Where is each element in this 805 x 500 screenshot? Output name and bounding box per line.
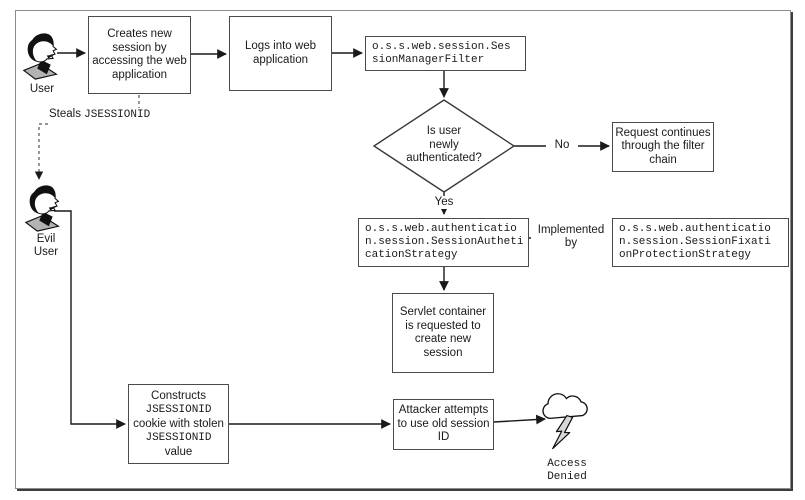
user-icon	[22, 33, 58, 80]
node-constructs-cookie: Constructs JSESSIONID cookie with stolen…	[128, 384, 229, 464]
node-session-manager-filter: o.s.s.web.session.Ses sionManagerFilter	[365, 36, 526, 71]
decision-label: Is user newly authenticated?	[406, 125, 482, 164]
node-session-authentication-strategy: o.s.s.web.authenticatio n.session.Sessio…	[358, 218, 529, 267]
node-creates-session: Creates new session by accessing the web…	[88, 16, 191, 94]
user-label: User	[29, 83, 55, 95]
node-attacker-attempts: Attacker attempts to use old session ID	[393, 399, 494, 450]
evil-user-icon	[24, 185, 60, 232]
constructs-line-4: JSESSIONID	[145, 432, 212, 444]
edge-label-no: No	[546, 139, 578, 152]
steals-text: Steals	[49, 108, 85, 120]
access-denied-icon	[542, 393, 588, 450]
node-request-continues: Request continues through the filter cha…	[612, 122, 714, 172]
node-servlet-container: Servlet container is requested to create…	[392, 293, 494, 373]
access-denied-label: Access Denied	[547, 458, 587, 483]
evil-user-label: Evil User	[33, 233, 59, 258]
constructs-line-3: cookie with stolen	[133, 418, 224, 430]
constructs-line-5: value	[164, 446, 193, 458]
node-session-fixation-protection-strategy: o.s.s.web.authenticatio n.session.Sessio…	[612, 218, 789, 267]
constructs-line-1: Constructs	[151, 390, 206, 402]
edge-label-implemented-by: Implemented by	[531, 224, 611, 249]
steals-code-text: JSESSIONID	[84, 109, 151, 121]
node-logs-in: Logs into web application	[229, 16, 332, 91]
steals-jsessionid-label: Steals JSESSIONID	[49, 108, 169, 122]
edge-label-yes: Yes	[428, 196, 460, 209]
constructs-line-2: JSESSIONID	[145, 404, 212, 416]
